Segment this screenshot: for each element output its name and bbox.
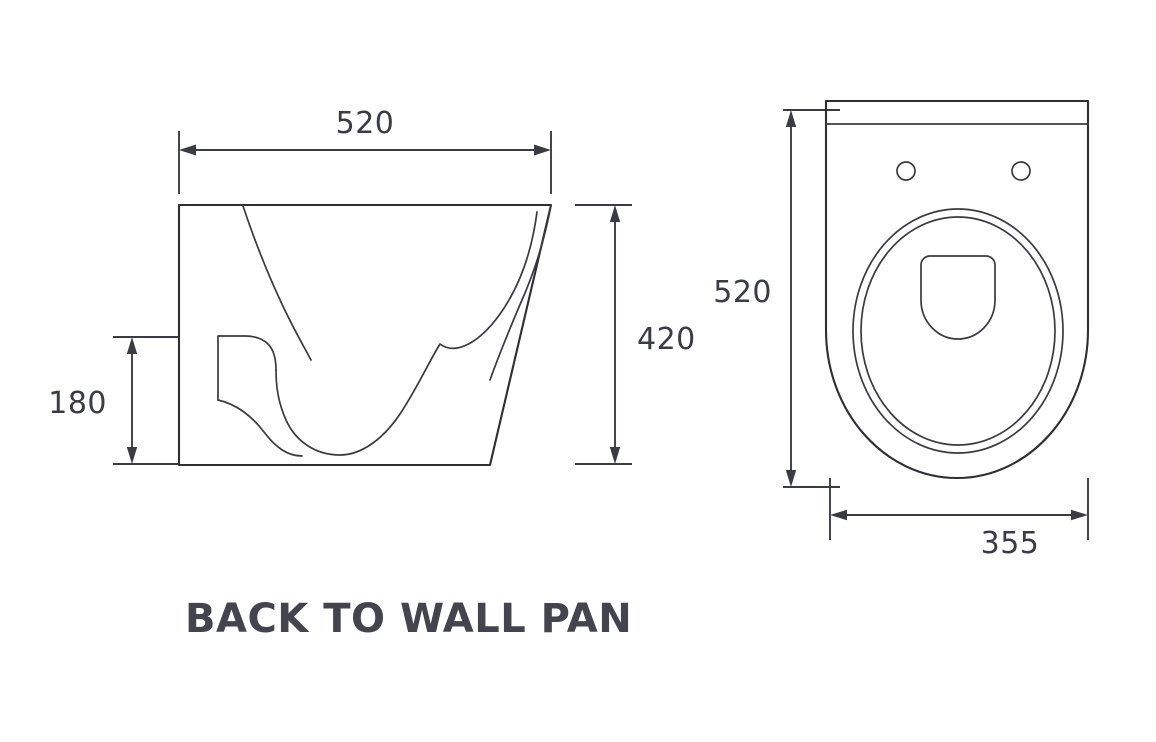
front-view-outer-body xyxy=(824,99,1090,480)
side-view-upper-rim-line xyxy=(242,205,312,361)
dimension-value-side-height: 420 xyxy=(637,322,696,357)
arrow-left-icon xyxy=(830,509,847,521)
arrow-right-icon xyxy=(1071,509,1088,521)
dimension-side-height: 420 xyxy=(575,204,696,465)
dimension-side-width: 520 xyxy=(178,106,552,194)
arrow-right-icon xyxy=(534,144,551,156)
arrow-up-icon xyxy=(785,110,797,127)
arrow-up-icon xyxy=(126,337,138,354)
arrow-up-icon xyxy=(609,205,621,222)
side-view-front-rim-line xyxy=(489,204,552,381)
side-view-group: 520 420 180 xyxy=(48,106,696,467)
dimension-side-outlet-height: 180 xyxy=(48,336,179,465)
arrow-left-icon xyxy=(179,144,196,156)
front-view-group: 520 355 xyxy=(713,99,1090,561)
front-view-flush-aperture xyxy=(920,255,996,340)
page-title: BACK TO WALL PAN xyxy=(185,596,632,642)
side-view-outlet-upper xyxy=(217,335,277,401)
dimension-value-side-width: 520 xyxy=(336,106,395,141)
arrow-down-icon xyxy=(126,447,138,464)
dimension-value-side-outlet-height: 180 xyxy=(48,386,107,421)
dimension-front-height: 520 xyxy=(713,109,840,488)
dimension-front-width: 355 xyxy=(829,478,1089,561)
dimension-value-front-height: 520 xyxy=(713,275,772,310)
mounting-hole-icon-right xyxy=(1011,161,1031,181)
side-view-outlet-lower xyxy=(217,399,303,457)
arrow-down-icon xyxy=(609,447,621,464)
side-view-outer-profile xyxy=(177,203,553,467)
front-view-bowl-rim-inner xyxy=(860,216,1056,446)
side-view-bowl-interior xyxy=(275,211,538,456)
dimension-value-front-width: 355 xyxy=(981,526,1040,561)
mounting-hole-icon-left xyxy=(896,161,916,181)
front-view-bowl-rim-outer xyxy=(852,208,1064,454)
arrow-down-icon xyxy=(785,470,797,487)
